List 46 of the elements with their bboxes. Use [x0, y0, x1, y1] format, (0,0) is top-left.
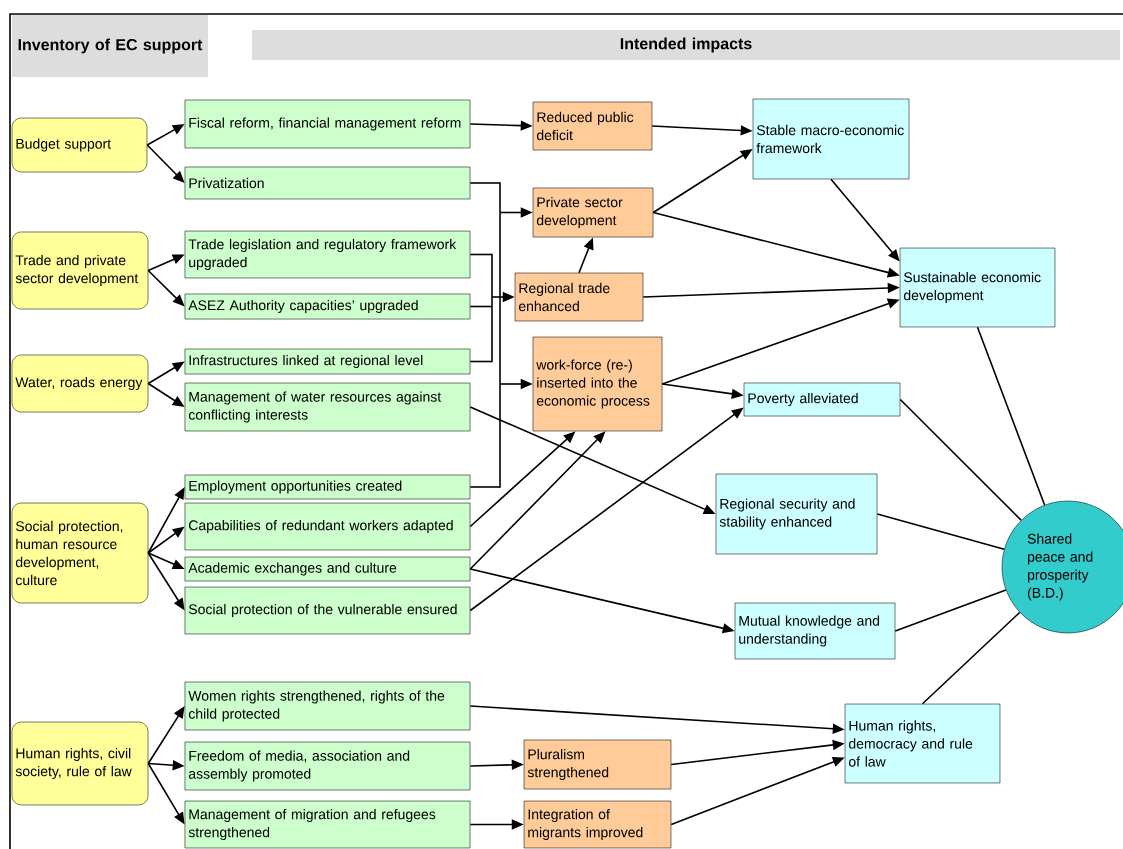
connector-line — [894, 589, 1007, 632]
connector-line — [491, 252, 493, 364]
impact-box: Stable macro-economic framework — [752, 98, 910, 180]
activity-box: Employment opportunities created — [184, 474, 471, 500]
impact-box: Mutual knowledge and understanding — [734, 602, 896, 660]
connector-line — [469, 486, 501, 488]
activity-box: Social protection of the vulnerable ensured — [184, 586, 471, 635]
activity-box: Management of migration and refugees strengthened — [184, 800, 471, 849]
arrow — [147, 706, 185, 765]
connector-line — [469, 182, 501, 184]
connector-line — [469, 253, 493, 256]
result-box: Integration of migrants improved — [523, 800, 672, 849]
support-box: Trade and private sector development — [11, 231, 149, 310]
support-box: Budget support — [11, 117, 148, 173]
result-box: Pluralism strengthened — [523, 739, 672, 790]
activity-box: Women rights strengthened, rights of the child protected — [184, 681, 471, 731]
activity-box: Capabilities of redundant workers adapted — [184, 502, 471, 551]
connector-line — [469, 360, 493, 363]
support-box: Human rights, civil society, rule of law — [11, 721, 149, 806]
connector-line — [899, 398, 1022, 521]
impact-box: Poverty alleviated — [743, 382, 901, 417]
connector-line — [976, 326, 1046, 506]
impact-box: Sustainable economic development — [899, 247, 1056, 328]
activity-box: ASEZ Authority capacities’ upgraded — [184, 293, 471, 320]
connector-line — [469, 305, 493, 308]
arrow — [146, 144, 185, 183]
activity-box: Freedom of media, association and assembly promoted — [184, 741, 471, 791]
support-box: Social protection, human resource development, culture — [11, 502, 149, 604]
heading-band: Intended impacts — [252, 30, 1120, 60]
connector-line — [921, 611, 1021, 705]
impact-box: Human rights, democracy and rule of law — [844, 703, 1001, 784]
result-box: Reduced public deficit — [532, 101, 653, 151]
activity-box: Infrastructures linked at regional level — [184, 348, 471, 375]
activity-box: Academic exchanges and culture — [184, 556, 471, 582]
heading-band: Inventory of EC support — [12, 15, 208, 77]
impact-box: Regional security and stability enhanced — [715, 473, 878, 555]
support-box: Water, roads energy — [11, 354, 149, 413]
activity-box: Trade legislation and regulatory framework upgraded — [184, 230, 471, 279]
connector-line — [876, 513, 1005, 551]
result-box: Regional trade enhanced — [514, 272, 644, 322]
result-box: work-force (re-) inserted into the economic process — [532, 336, 663, 432]
activity-box: Fiscal reform, financial management reform — [184, 99, 471, 149]
result-box: Private sector development — [532, 187, 654, 238]
activity-box: Management of water resources against conflicting interests — [184, 382, 471, 432]
connector-line — [499, 181, 501, 489]
activity-box: Privatization — [184, 166, 471, 200]
